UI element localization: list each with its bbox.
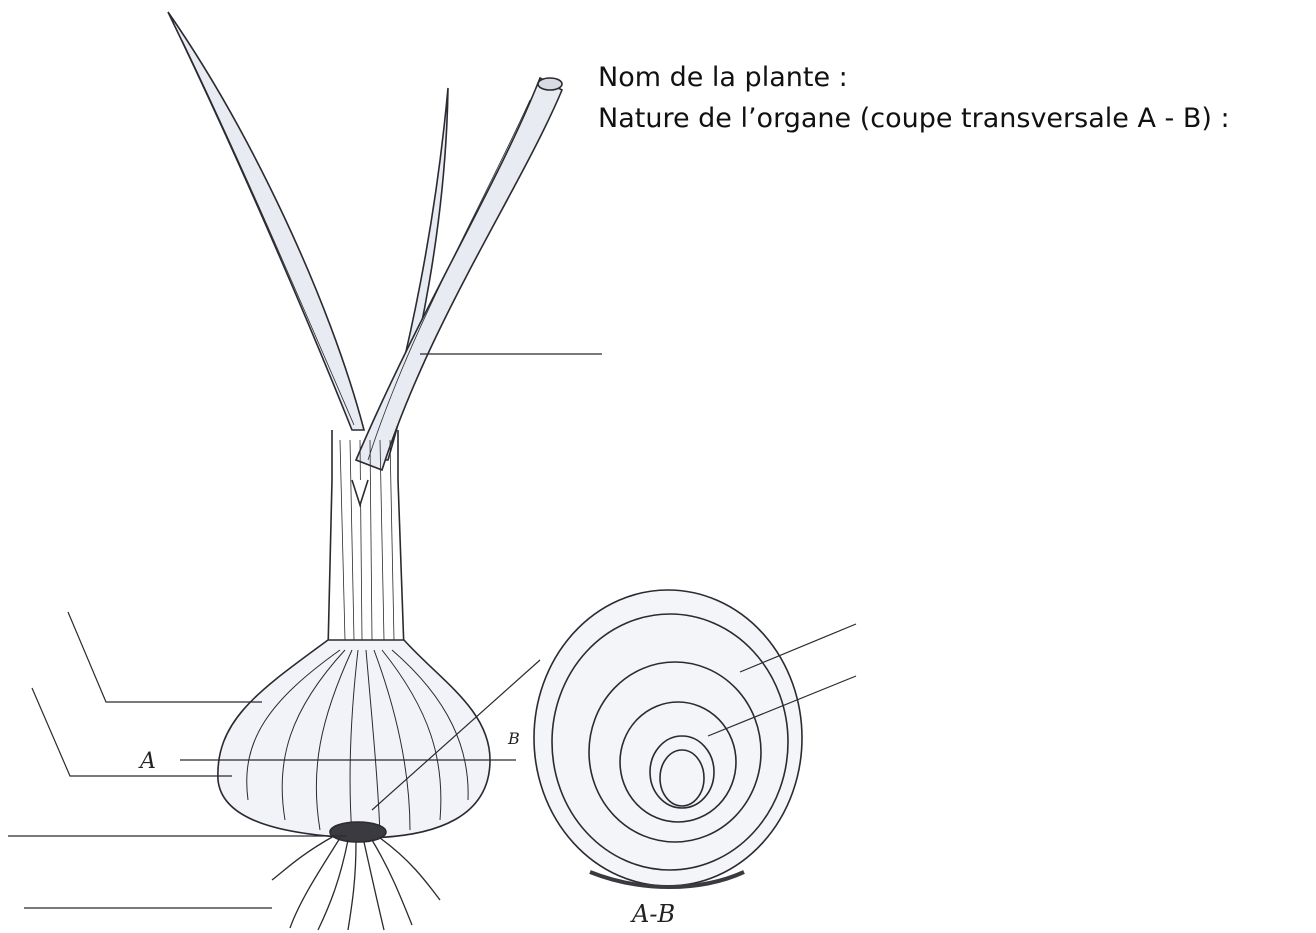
leaf-right-tip [538,78,562,90]
bulb-base [330,822,386,842]
label-section-ab: A-B [630,900,675,928]
leaf-right [356,78,562,470]
bulb-outline [218,640,490,838]
label-a: A [138,749,156,774]
label-line-2 [32,688,232,776]
leaves [168,12,562,470]
roots [272,836,440,930]
cross-section [534,590,856,887]
label-line-1 [68,612,262,702]
leaf-left [168,12,364,430]
label-b: B [507,729,520,748]
